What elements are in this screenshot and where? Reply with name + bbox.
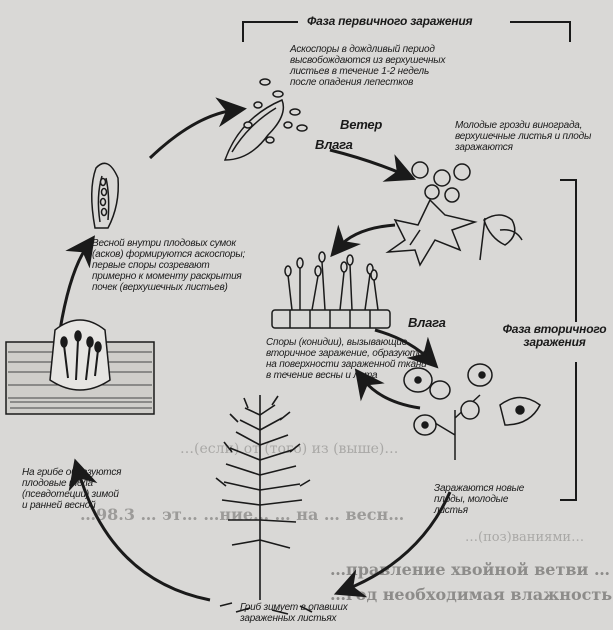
- conidia-tissue-drawing: [271, 251, 391, 329]
- fruiting-bodies-caption: На грибе образуются плодовые тела (псевд…: [22, 467, 122, 511]
- arrow-grapes-to-conidia: [330, 223, 396, 258]
- arrow-spring-to-ascospores: [148, 97, 247, 160]
- pseudothecium-drawing: [5, 319, 155, 415]
- secondary-infection-phase-title: Фаза вторичного заражения: [498, 323, 611, 349]
- background-page-text-4: …правление хвойной ветви … влажности, дл…: [330, 560, 613, 579]
- ascus-drawing: [91, 162, 120, 229]
- conidia-caption: Споры (конидии), вызывающие вторичное за…: [266, 337, 428, 381]
- arrow-ascospores-to-grapes: [329, 148, 417, 182]
- background-page-text-1: …(если) от (того) из (выше)…: [180, 441, 399, 457]
- background-page-text-2: …98.3 … эт… …ние… … на … весн…: [80, 505, 405, 524]
- new-infected-fruit-drawing: [403, 363, 541, 460]
- moisture-label-middle: Влага: [408, 315, 446, 330]
- overwintering-caption: Гриб зимует в опавших зараженных листьях: [240, 602, 348, 624]
- arrow-pseudothecia-to-ascus: [58, 235, 96, 331]
- arrow-conidia-to-new-fruit: [374, 328, 439, 369]
- young-grapes-caption: Молодые грозди винограда, верхушечные ли…: [455, 120, 592, 153]
- cycle-arrows: [58, 97, 452, 602]
- released-ascospores-drawing: [223, 78, 308, 161]
- wind-label: Ветер: [340, 117, 383, 132]
- young-grapes-drawing: [385, 161, 523, 267]
- background-page-text-5: …год необходимая влажность должна состав…: [330, 585, 613, 604]
- new-fruits-caption: Заражаются новые плоды, молодые листья: [434, 483, 525, 516]
- ascospores-released-caption: Аскоспоры в дождливый период высвобождаю…: [290, 44, 446, 88]
- moisture-label-top: Влага: [315, 137, 353, 152]
- primary-phase-bracket: [242, 21, 571, 42]
- arrow-new-fruit-back: [354, 368, 421, 410]
- primary-infection-phase-title: Фаза первичного заражения: [303, 15, 477, 28]
- secondary-phase-bracket: [560, 179, 577, 501]
- bare-tree-drawing: [215, 395, 313, 615]
- spring-ascospores-caption: Весной внутри плодовых сумок (асков) фор…: [92, 238, 246, 293]
- arrow-fallen-leaves-to-pseudothecia: [68, 458, 211, 602]
- background-page-text-3: …(поз)ваниями…: [465, 530, 585, 545]
- arrow-fruit-to-fallen-leaves: [333, 491, 452, 598]
